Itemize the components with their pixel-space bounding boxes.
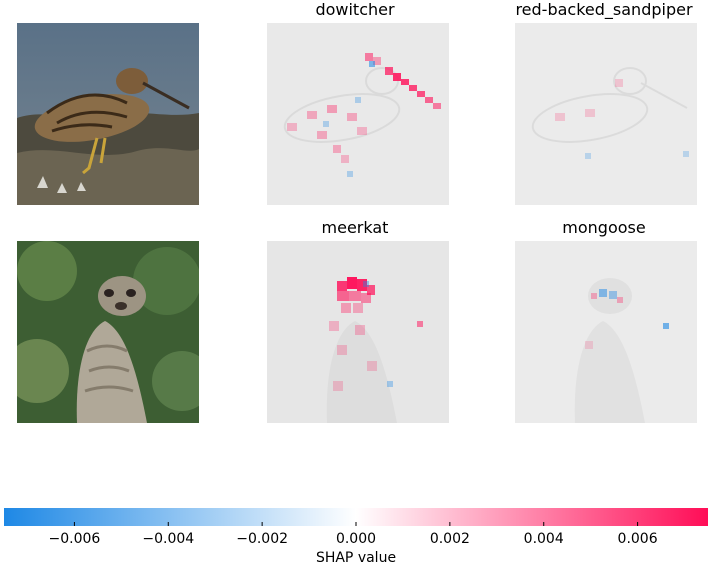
panel-title-dowitcher: dowitcher xyxy=(315,0,395,19)
colorbar xyxy=(4,508,708,526)
shap-map-dowitcher xyxy=(267,23,449,205)
colorbar-tick-label: 0.004 xyxy=(523,531,564,547)
shap-map-red-backed-sandpiper xyxy=(515,23,697,205)
colorbar-tick-label: 0.006 xyxy=(617,531,658,547)
shap-map-mongoose xyxy=(515,241,697,423)
input-image-bird xyxy=(17,23,199,205)
panel-title-red-backed-sandpiper: red-backed_sandpiper xyxy=(515,0,693,19)
colorbar-label: SHAP value xyxy=(315,550,397,566)
colorbar-tick-label: −0.006 xyxy=(48,531,101,547)
colorbar-tick-label: −0.002 xyxy=(236,531,289,547)
colorbar-tick-label: −0.004 xyxy=(142,531,195,547)
input-image-meerkat xyxy=(17,241,199,423)
shap-map-meerkat xyxy=(267,241,449,423)
colorbar-tick-label: 0.002 xyxy=(429,531,470,547)
panel-title-mongoose: mongoose xyxy=(562,218,646,237)
colorbar-tick-label: 0.000 xyxy=(335,531,377,547)
colorbar-gradient xyxy=(4,508,708,526)
panel-title-meerkat: meerkat xyxy=(321,218,389,237)
